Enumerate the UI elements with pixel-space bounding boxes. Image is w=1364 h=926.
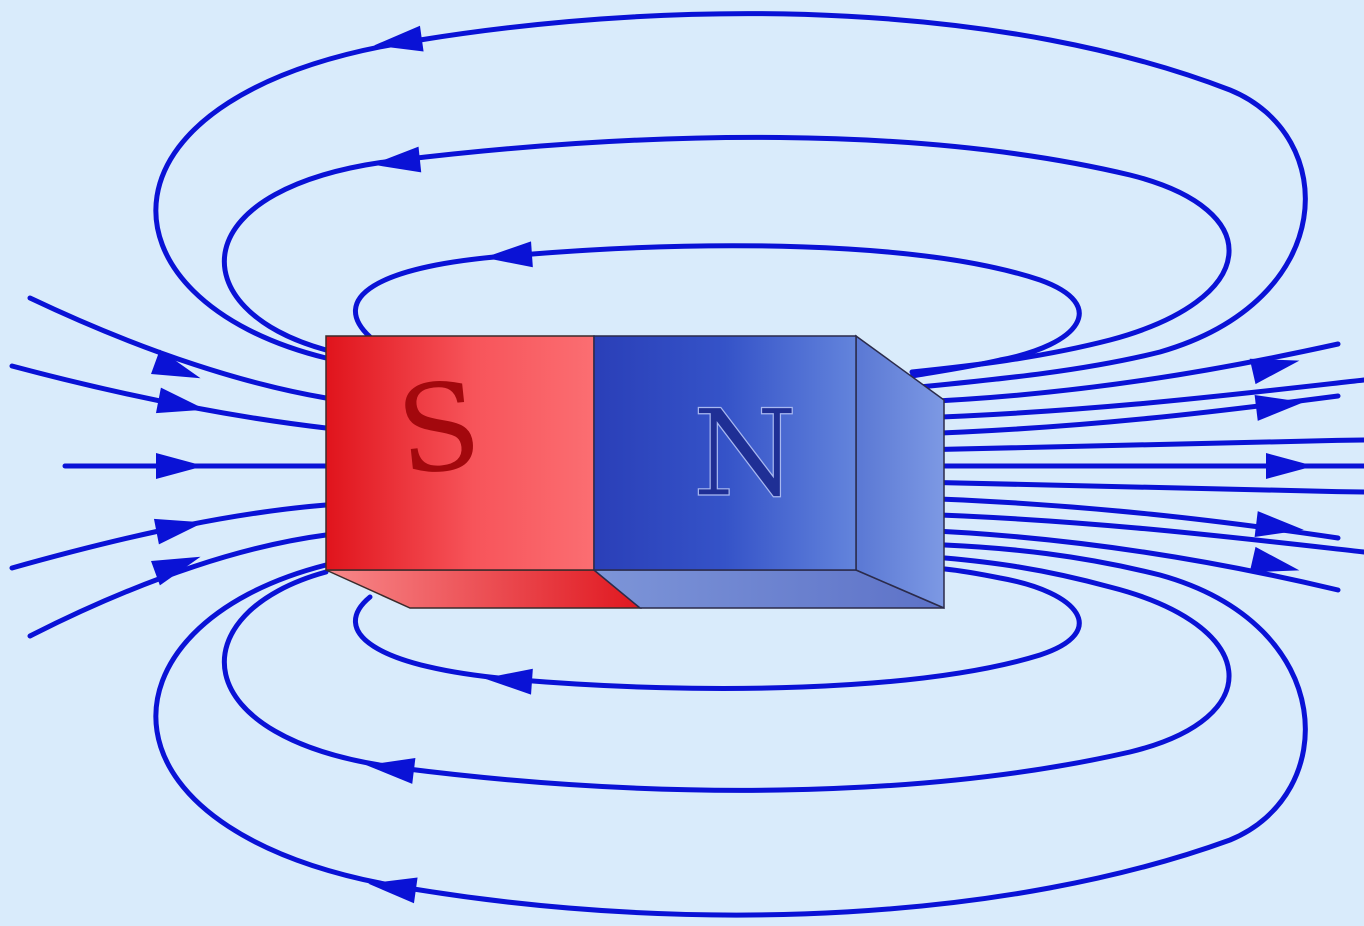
- arrow-right-4: [1254, 511, 1306, 543]
- upper-field-loop-inner: [352, 243, 1082, 379]
- arrow-lower-middle: [364, 752, 416, 784]
- field-line-left-1: [27, 295, 329, 401]
- south-pole-label: S: [391, 356, 487, 503]
- arrow-left-2: [155, 387, 209, 423]
- magnet-side-north: [855, 334, 945, 610]
- arrow-right-2: [1254, 389, 1306, 421]
- field-line-left-5: [27, 532, 329, 639]
- field-line-right-8: [912, 511, 1364, 555]
- magnet-north-pole: [593, 335, 857, 571]
- arrow-left-3: [156, 453, 204, 479]
- field-line-right-9: [912, 527, 1341, 593]
- arrow-lower-inner: [483, 665, 533, 695]
- field-line-right-6: [912, 479, 1364, 495]
- field-line-right-4: [912, 437, 1364, 453]
- magnet-south-pole: [325, 335, 595, 571]
- arrow-upper-outer: [372, 25, 424, 59]
- upper-field-loops: [153, 11, 1308, 391]
- arrow-right-3: [1266, 453, 1314, 479]
- lower-field-loop-middle: [221, 555, 1232, 793]
- north-pole-label: N: [693, 385, 798, 524]
- field-line-right-1: [912, 341, 1341, 405]
- arrow-left-1: [151, 349, 205, 391]
- lower-field-loop-outer: [153, 542, 1308, 918]
- bar-magnet: S N: [325, 334, 945, 610]
- field-line-right-2: [912, 377, 1364, 421]
- lower-field-loops: [153, 542, 1308, 918]
- lower-field-loop-inner: [352, 566, 1082, 691]
- magnet-bottom-south: [325, 569, 643, 609]
- arrow-lower-outer: [366, 870, 418, 904]
- upper-field-loop-outer: [153, 11, 1308, 391]
- arrow-upper-inner: [483, 241, 533, 271]
- upper-field-loop-middle: [221, 134, 1232, 375]
- arrow-left-4: [153, 509, 207, 545]
